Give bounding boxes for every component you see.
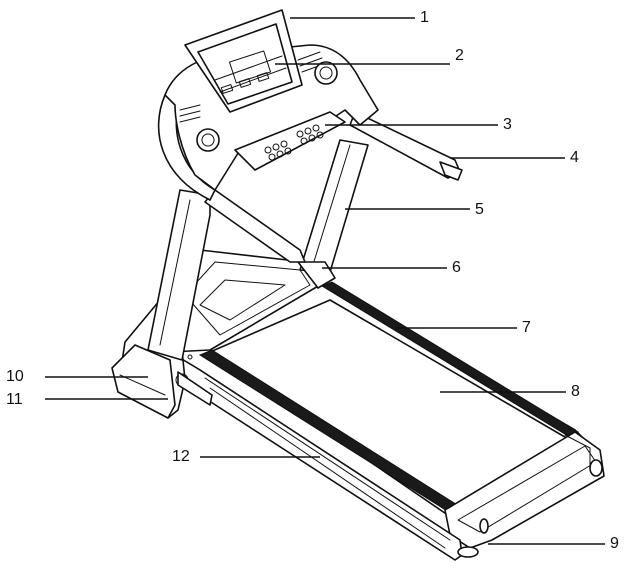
- upright-right: [297, 139, 369, 289]
- callout-6: 6: [452, 259, 461, 276]
- callout-12: 12: [172, 448, 190, 465]
- callout-7: 7: [522, 319, 531, 336]
- callout-5: 5: [475, 201, 484, 218]
- callout-11: 11: [6, 391, 23, 408]
- side-rail-right: [320, 281, 580, 437]
- callout-9: 9: [610, 535, 619, 552]
- speaker-left: [196, 128, 220, 152]
- leader-lines: [45, 17, 605, 545]
- keypad: [234, 111, 346, 171]
- handrail-end-cap: [439, 161, 463, 181]
- rear-foot: [457, 546, 479, 558]
- callout-2: 2: [455, 47, 464, 64]
- callout-4: 4: [570, 149, 579, 166]
- handrail-right: [349, 111, 463, 181]
- speaker-right: [314, 61, 338, 85]
- callout-8: 8: [571, 383, 580, 400]
- callout-1: 1: [420, 9, 429, 26]
- display-panel: [184, 9, 303, 113]
- treadmill-deck: [169, 281, 605, 561]
- callout-10: 10: [6, 368, 24, 385]
- callout-3: 3: [503, 116, 512, 133]
- base-housing: [111, 344, 176, 419]
